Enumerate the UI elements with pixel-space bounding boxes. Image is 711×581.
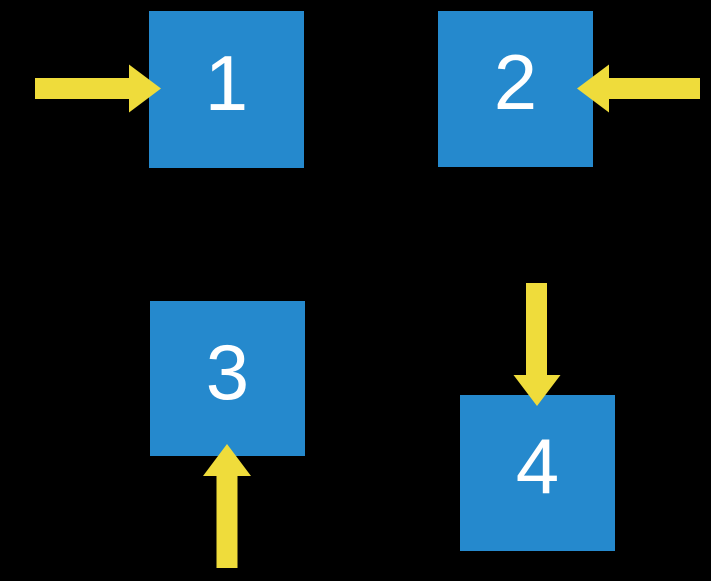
box-2-number: 2 — [493, 38, 538, 126]
box-4-number: 4 — [515, 422, 560, 510]
box-1: 1 — [149, 11, 304, 168]
arrow-left-icon — [577, 64, 700, 113]
box-4: 4 — [460, 395, 615, 551]
box-1-number: 1 — [204, 38, 249, 127]
box-2: 2 — [438, 11, 593, 167]
arrow-down-icon — [513, 283, 561, 406]
box-3: 3 — [150, 301, 305, 456]
arrow-up-icon — [203, 444, 251, 568]
arrow-right-icon — [35, 64, 161, 113]
box-3-number: 3 — [205, 327, 250, 416]
